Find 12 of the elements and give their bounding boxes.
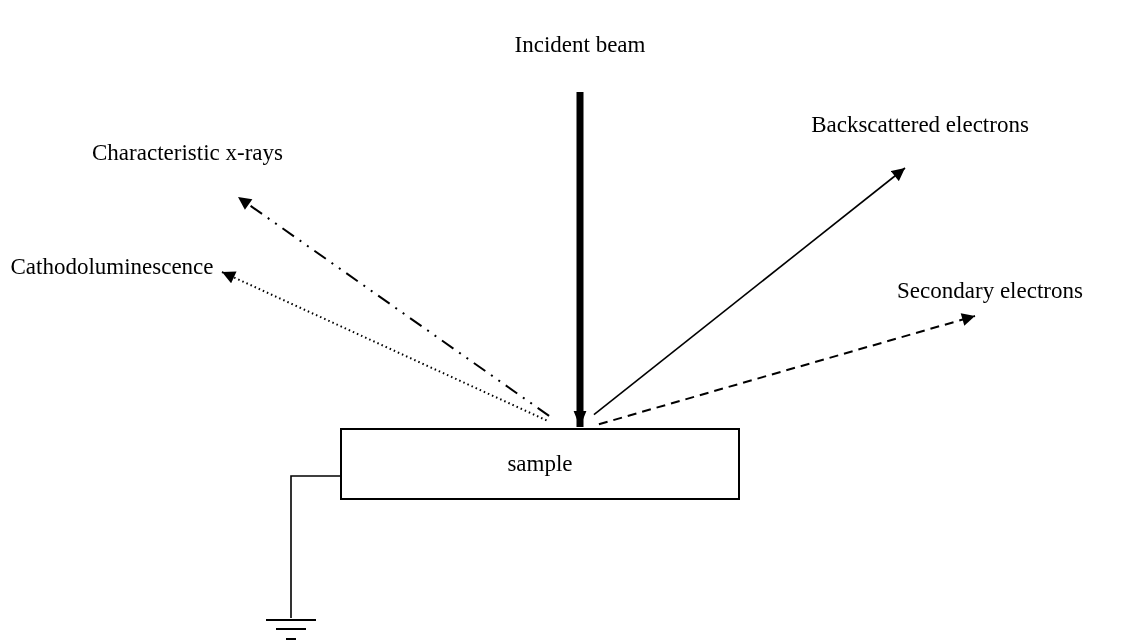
arrow: [237, 196, 551, 417]
sample-box: [340, 428, 740, 500]
signal-label: Cathodoluminescence: [10, 254, 214, 280]
arrow: [221, 271, 548, 422]
arrow: [597, 313, 976, 426]
signal-label: Characteristic x-rays: [92, 140, 283, 166]
signal-label: Secondary electrons: [897, 278, 1083, 304]
box-label: sample: [507, 451, 573, 477]
signal-label: Backscattered electrons: [811, 112, 1029, 138]
signal-label: Incident beam: [514, 32, 646, 58]
arrow: [593, 167, 906, 416]
ground-wire: [290, 475, 341, 619]
